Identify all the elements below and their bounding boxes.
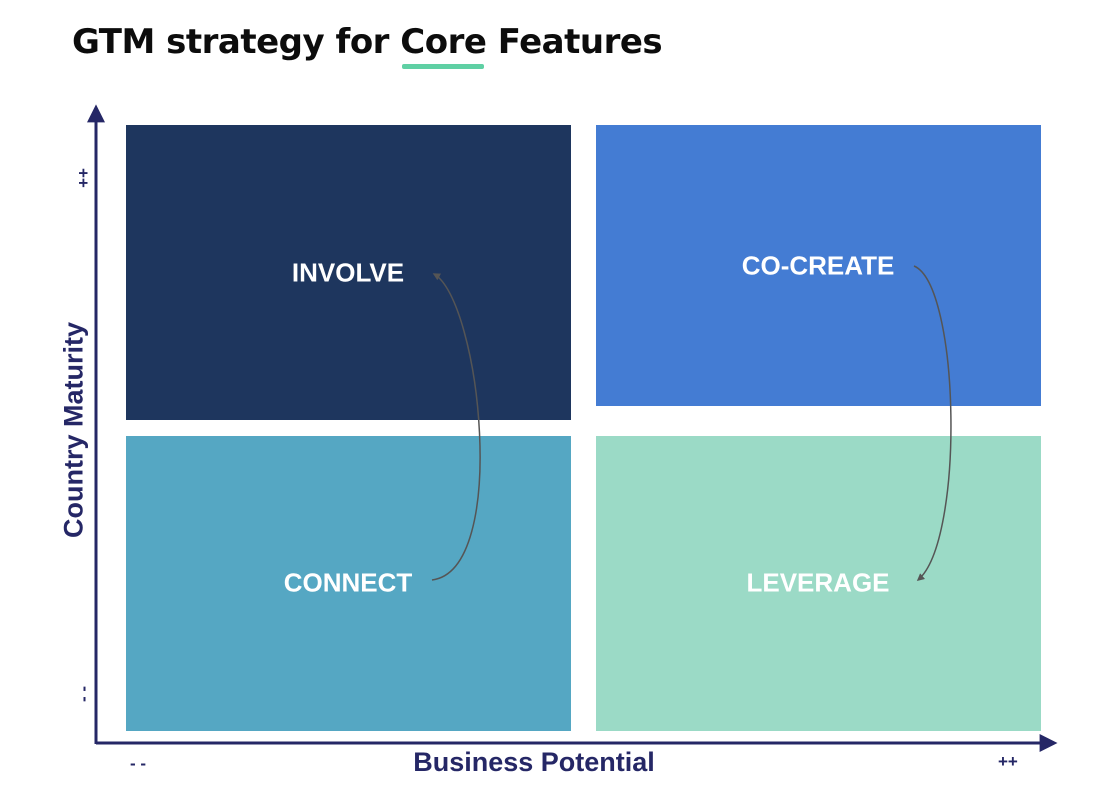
x-axis-high-tick: ++ — [998, 752, 1018, 771]
quadrant-connect — [126, 436, 571, 731]
quadrant-label-connect: CONNECT — [283, 567, 413, 598]
quadrant-label-leverage: LEVERAGE — [746, 567, 890, 598]
quadrant-involve — [126, 125, 571, 420]
quadrant-leverage — [596, 436, 1041, 731]
arrow-connect-to-involve — [431, 273, 481, 581]
title-highlight: Core — [400, 22, 487, 69]
y-axis-low-tick: - - — [74, 685, 93, 703]
y-axis-high-tick: ++ — [74, 168, 93, 188]
arrow-co-create-to-leverage — [913, 265, 952, 581]
title-underline — [402, 64, 485, 69]
title-prefix: GTM strategy for — [72, 22, 401, 62]
title-suffix: Features — [486, 22, 663, 62]
quadrant-co-create — [596, 125, 1041, 406]
x-axis-low-tick: - - — [130, 754, 147, 773]
y-axis-title: Country Maturity — [58, 322, 89, 538]
x-axis-title: Business Potential — [413, 747, 655, 777]
quadrant-label-involve: INVOLVE — [291, 257, 405, 288]
quadrant-label-co-create: CO-CREATE — [741, 250, 895, 281]
title-highlight-text: Core — [400, 22, 487, 62]
page-title: GTM strategy for Core Features — [72, 22, 663, 69]
